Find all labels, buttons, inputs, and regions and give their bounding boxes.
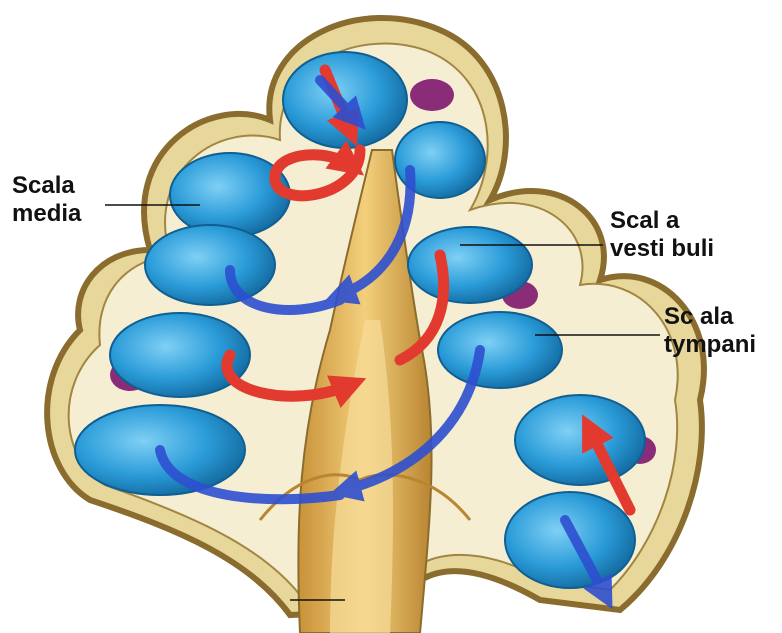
label-scala-tympani: Sc ala tympani <box>664 303 756 359</box>
label-scala-vestibuli: Scal a vesti buli <box>610 207 714 263</box>
label-scala-media: Scala media <box>12 172 81 228</box>
